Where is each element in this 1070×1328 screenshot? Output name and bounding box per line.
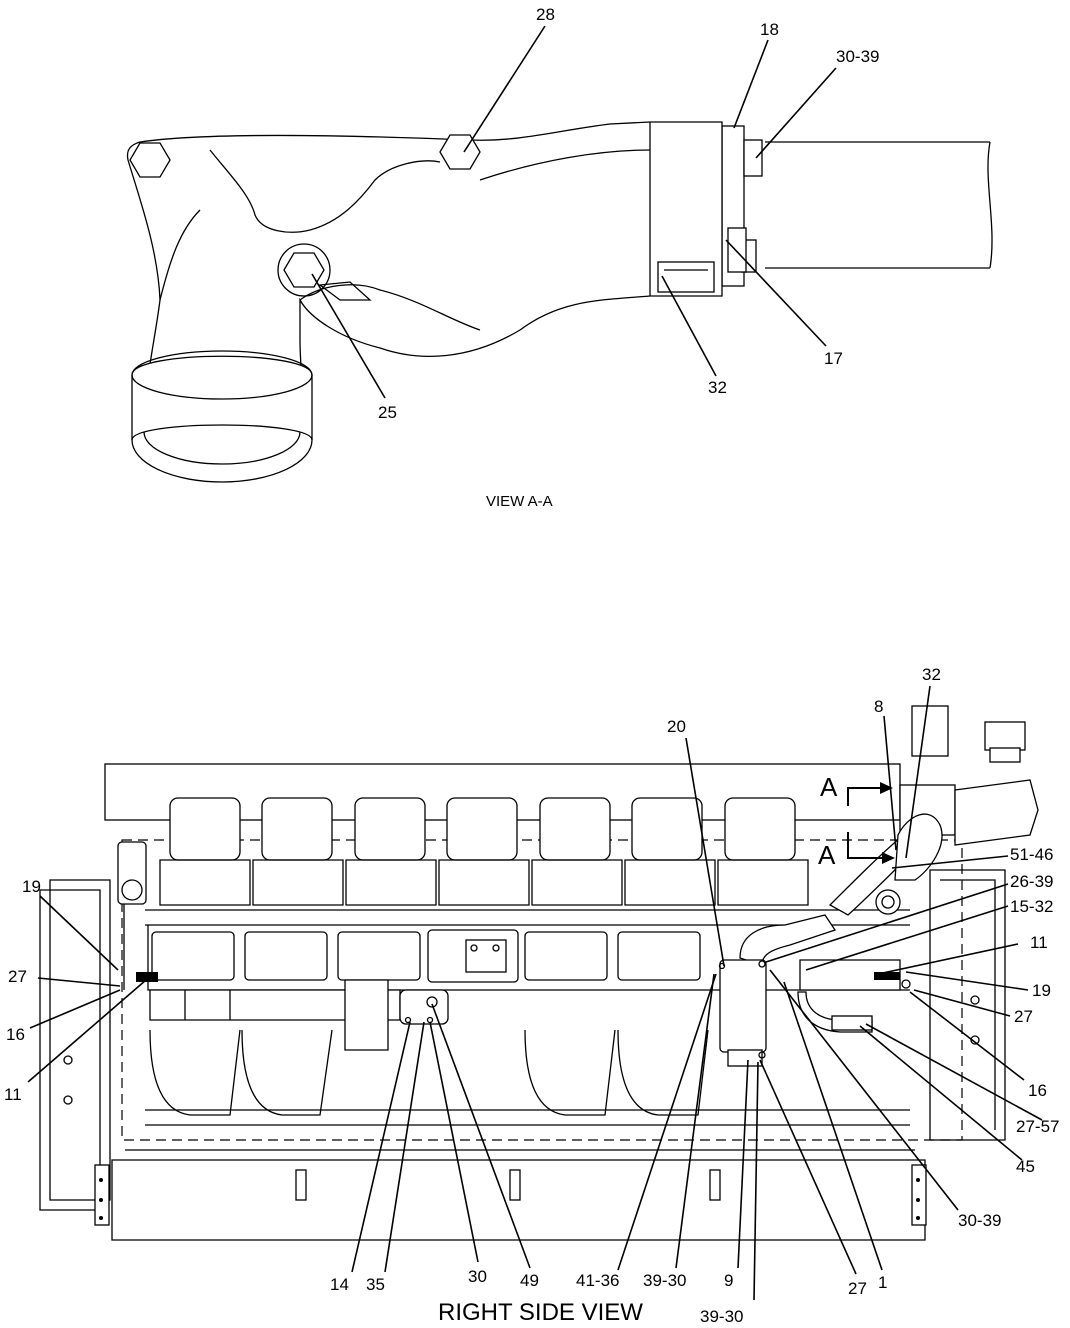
callout-17: 17 — [824, 349, 843, 368]
callout-30: 30 — [468, 1267, 487, 1286]
view-aa-labels: 28 18 30-39 17 32 25 VIEW A-A — [378, 5, 879, 510]
callout-15-32: 15-32 — [1010, 897, 1053, 916]
section-marker-a-top: A — [820, 772, 838, 802]
callout-25: 25 — [378, 403, 397, 422]
callout-8: 8 — [874, 697, 883, 716]
callout-19: 19 — [22, 877, 41, 896]
callout-28: 28 — [536, 5, 555, 24]
callout-27: 27 — [1014, 1007, 1033, 1026]
view-aa-caption: VIEW A-A — [486, 493, 553, 510]
callout-1: 1 — [878, 1273, 887, 1292]
callout-27-57: 27-57 — [1016, 1117, 1059, 1136]
callout-49: 49 — [520, 1271, 539, 1290]
callout-27: 27 — [8, 967, 27, 986]
view-aa-drawing — [126, 121, 993, 483]
callout-32: 32 — [708, 378, 727, 397]
view-aa-leaders — [311, 25, 837, 399]
right-side-labels: 32 8 20 51-46 26-39 15-32 11 19 27 16 27… — [4, 665, 1059, 1326]
callout-19: 19 — [1032, 981, 1051, 1000]
callout-20: 20 — [667, 717, 686, 736]
callout-41-36: 41-36 — [576, 1271, 619, 1290]
callout-30-39: 30-39 — [836, 47, 879, 66]
callout-39-30: 39-30 — [700, 1307, 743, 1326]
callout-45: 45 — [1016, 1157, 1035, 1176]
callout-14: 14 — [330, 1275, 349, 1294]
section-marker-a-bottom: A — [818, 840, 836, 870]
callout-35: 35 — [366, 1275, 385, 1294]
right-side-leaders — [27, 685, 1043, 1301]
callout-39-30: 39-30 — [643, 1271, 686, 1290]
callout-30-39: 30-39 — [958, 1211, 1001, 1230]
callout-26-39: 26-39 — [1010, 872, 1053, 891]
callout-27: 27 — [848, 1279, 867, 1298]
right-side-view-caption: RIGHT SIDE VIEW — [438, 1299, 643, 1326]
engine-drawing — [39, 705, 1039, 1241]
callout-16: 16 — [1028, 1081, 1047, 1100]
callout-11: 11 — [1030, 933, 1048, 952]
callout-32: 32 — [922, 665, 941, 684]
callout-51-46: 51-46 — [1010, 845, 1053, 864]
callout-16: 16 — [6, 1025, 25, 1044]
callout-9: 9 — [724, 1271, 733, 1290]
section-arrow-aa: A A — [818, 772, 895, 870]
callout-11: 11 — [4, 1085, 22, 1104]
callout-18: 18 — [760, 20, 779, 39]
